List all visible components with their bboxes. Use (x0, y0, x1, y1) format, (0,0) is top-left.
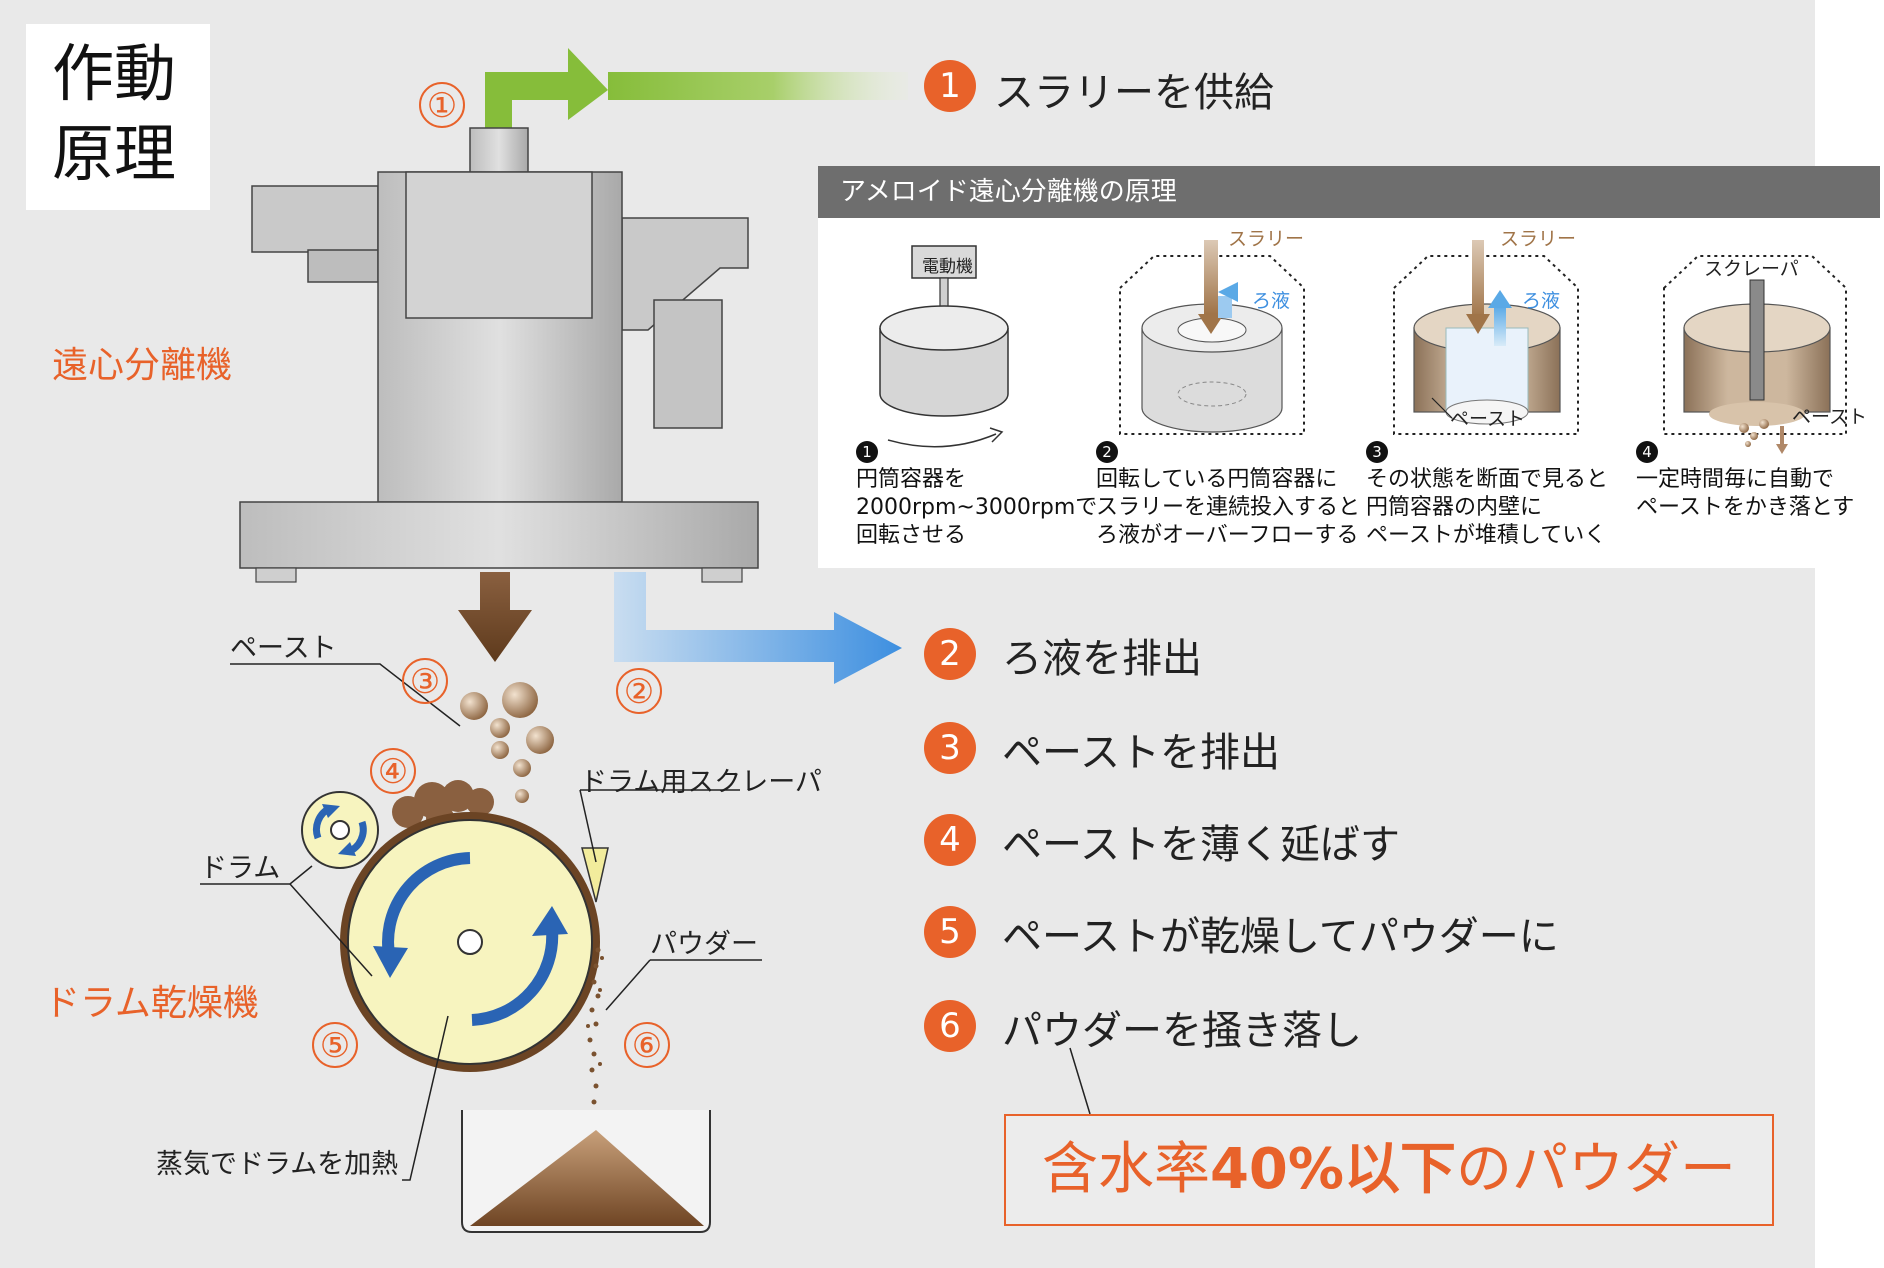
step-number: 4 (924, 814, 976, 866)
caption-line: 一定時間毎に自動で (1636, 467, 1835, 492)
result-suffix: のパウダー (1456, 1137, 1737, 1202)
caption-line: 回転させる (856, 523, 967, 548)
caption-4: 4 一定時間毎に自動で ペーストをかき落とす (1636, 438, 1854, 522)
caption-line: ろ液がオーバーフローする (1096, 523, 1359, 548)
principle-illustrations (879, 240, 1847, 454)
drum-callout: ドラム (200, 853, 281, 884)
title-line-1: 作動 (52, 37, 177, 110)
step-number: 2 (924, 628, 976, 680)
caption-line: ペーストが堆積していく (1366, 523, 1607, 548)
circled-number-4: ④ (370, 748, 416, 794)
title-box: 作動 原理 (26, 24, 210, 210)
caption-line: スラリーを連続投入すると (1096, 495, 1361, 520)
caption-number: 2 (1096, 441, 1118, 463)
step-number: 1 (924, 60, 976, 112)
title-line-2: 原理 (52, 117, 177, 190)
paste-label: ペースト (1792, 406, 1868, 428)
caption-3: 3 その状態を断面で見ると 円筒容器の内壁に ペーストが堆積していく (1366, 438, 1608, 550)
slurry-label: スラリー (1228, 228, 1305, 250)
step-text: スラリーを供給 (994, 70, 1274, 116)
circled-number-6: ⑥ (624, 1022, 670, 1068)
slurry-label: スラリー (1500, 228, 1577, 250)
paste-callout: ペースト (230, 633, 337, 664)
caption-number: 4 (1636, 441, 1658, 463)
caption-number: 1 (856, 441, 878, 463)
step-text: ペーストを薄く延ばす (1002, 822, 1400, 868)
step-text: パウダーを掻き落し (1002, 1008, 1362, 1054)
circled-number-2: ② (616, 668, 662, 714)
panel-title: アメロイド遠心分離機の原理 (818, 166, 1880, 218)
caption-number: 3 (1366, 441, 1388, 463)
step-number: 5 (924, 906, 976, 958)
filtrate-label: ろ液 (1522, 290, 1561, 312)
scraper-label: スクレーパ (1704, 258, 1799, 280)
powder-callout: パウダー (650, 929, 758, 960)
principle-panel: アメロイド遠心分離機の原理 (818, 166, 1880, 568)
motor-label: 電動機 (922, 257, 973, 277)
caption-2: 2 回転している円筒容器に スラリーを連続投入すると ろ液がオーバーフローする (1096, 438, 1360, 550)
filtrate-label: ろ液 (1252, 290, 1291, 312)
result-prefix: 含水率 (1041, 1137, 1210, 1202)
caption-line: 円筒容器を (856, 467, 967, 492)
step-text: ろ液を排出 (1002, 636, 1202, 682)
caption-line: 回転している円筒容器に (1096, 467, 1338, 492)
caption-line: ペーストをかき落とす (1636, 495, 1855, 520)
result-bold: 40%以下 (1209, 1137, 1457, 1202)
drum-scraper-callout: ドラム用スクレーパ (580, 767, 822, 798)
circled-number-5: ⑤ (312, 1022, 358, 1068)
circled-number-3: ③ (402, 658, 448, 704)
step-text: ペーストを排出 (1002, 730, 1280, 776)
steam-callout: 蒸気でドラムを加熱 (156, 1149, 399, 1180)
step-number: 6 (924, 1000, 976, 1052)
caption-line: 2000rpm~3000rpmで (856, 495, 1098, 520)
step-number: 3 (924, 722, 976, 774)
caption-line: 円筒容器の内壁に (1366, 495, 1543, 520)
circled-number-1: ① (419, 82, 465, 128)
paste-label: ペースト (1450, 408, 1526, 430)
result-box: 含水率40%以下のパウダー (1004, 1114, 1774, 1226)
centrifuge-label: 遠心分離機 (52, 345, 233, 386)
caption-1: 1 円筒容器を 2000rpm~3000rpmで 回転させる (856, 438, 1097, 550)
step-text: ペーストが乾燥してパウダーに (1002, 914, 1559, 960)
drum-dryer-label: ドラム乾燥機 (44, 983, 259, 1024)
caption-line: その状態を断面で見ると (1366, 467, 1609, 492)
